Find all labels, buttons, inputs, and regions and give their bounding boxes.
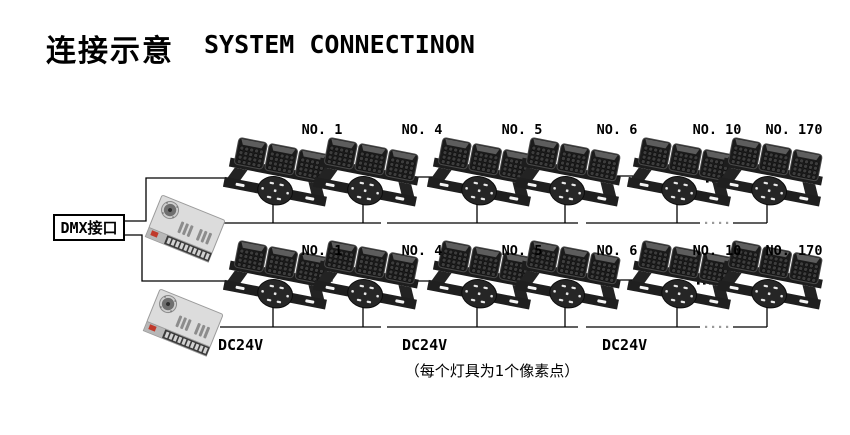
dc24v-label: DC24V bbox=[402, 336, 448, 354]
power-supply-image-row1 bbox=[144, 194, 226, 263]
fixture-number-label: NO. 6 bbox=[596, 243, 638, 259]
led-fixture bbox=[520, 142, 620, 220]
fixture-number-label: NO. 10 bbox=[692, 243, 742, 259]
fixture-number-label: NO. 1 bbox=[301, 122, 343, 138]
page-title-english: SYSTEM CONNECTINON bbox=[204, 30, 475, 59]
led-fixture bbox=[318, 142, 418, 220]
fixture-number-label: NO. 1 bbox=[301, 243, 343, 259]
fixture-number-label: NO. 170 bbox=[765, 243, 823, 259]
led-fixture bbox=[632, 142, 732, 220]
fixture-number-label: NO. 170 bbox=[765, 122, 823, 138]
fixture-number-label: NO. 4 bbox=[401, 122, 443, 138]
dmx-interface-label: DMX接口 bbox=[60, 219, 118, 237]
power-supply-image-row2 bbox=[142, 288, 224, 357]
pixel-note-caption: （每个灯具为1个像素点） bbox=[404, 362, 580, 380]
dmx-interface-box: DMX接口 bbox=[53, 214, 125, 241]
led-fixture bbox=[722, 142, 822, 220]
bus-ellipsis-dots bbox=[705, 221, 729, 328]
fixture-number-label: NO. 5 bbox=[501, 243, 543, 259]
fixture-number-label: NO. 6 bbox=[596, 122, 638, 138]
dc24v-label: DC24V bbox=[218, 336, 264, 354]
fixture-number-label: NO. 10 bbox=[692, 122, 742, 138]
fixture-number-label: NO. 5 bbox=[501, 122, 543, 138]
led-fixture bbox=[228, 142, 328, 220]
page-title-chinese: 连接示意 bbox=[46, 34, 174, 69]
dc24v-label: DC24V bbox=[602, 336, 648, 354]
fixture-number-label: NO. 4 bbox=[401, 243, 443, 259]
